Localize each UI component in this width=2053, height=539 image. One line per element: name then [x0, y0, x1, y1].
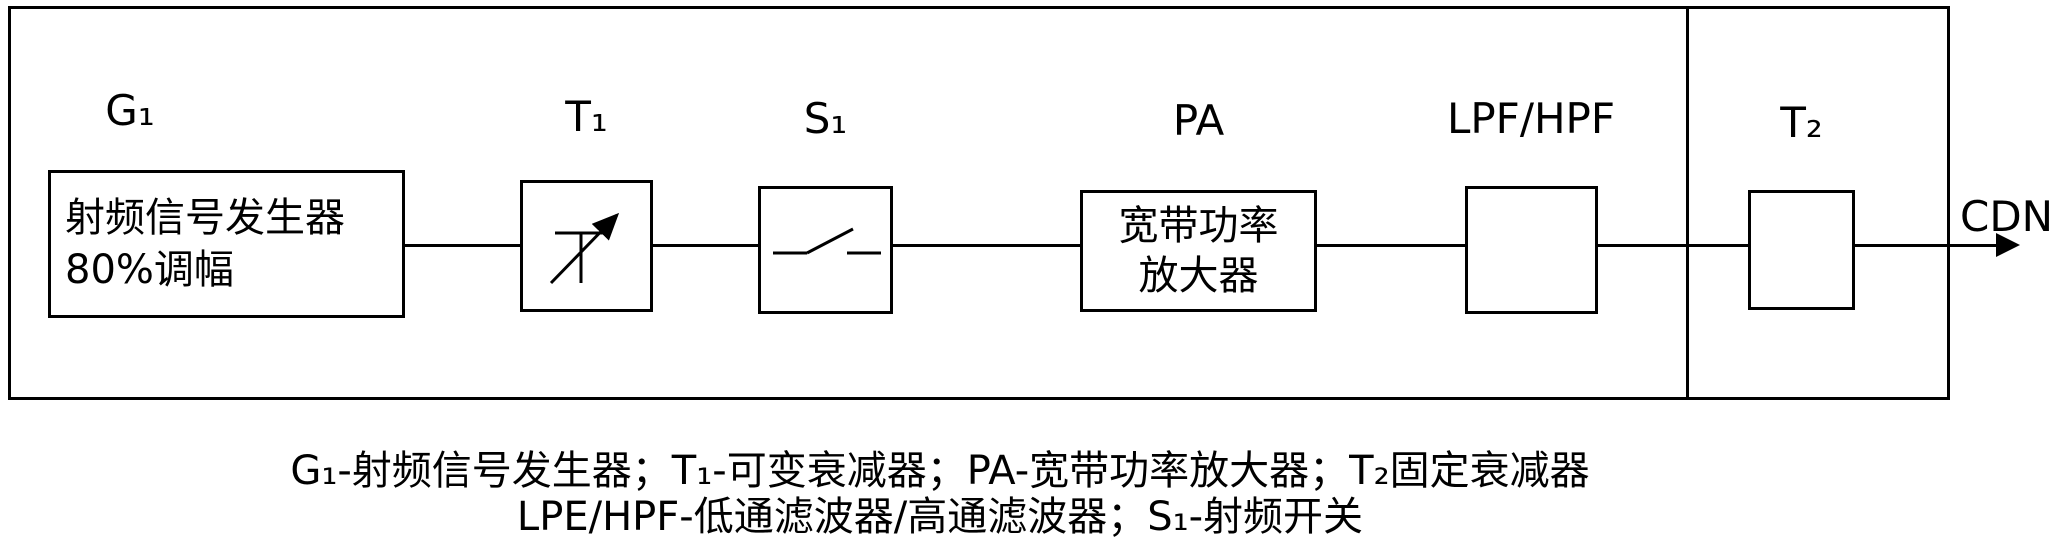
g1-text-line2: 80%调幅 [65, 247, 234, 293]
enclosure-divider-line [1686, 6, 1689, 400]
g1-label: G₁ [105, 86, 155, 135]
connector-lpf-t2 [1598, 244, 1748, 247]
connector-pa-lpf [1317, 244, 1465, 247]
connector-g1-t1 [405, 244, 520, 247]
lpf-hpf-label: LPF/HPF [1446, 94, 1616, 143]
arrow-right-icon [1996, 233, 2020, 257]
output-arrow-line [1855, 244, 2000, 247]
s1-rf-switch-box [758, 186, 893, 314]
pa-power-amplifier-box: 宽带功率 放大器 [1080, 190, 1317, 312]
s1-label: S₁ [803, 94, 848, 143]
legend-line-1: G₁-射频信号发生器；T₁-可变衰减器；PA-宽带功率放大器；T₂固定衰减器 [290, 448, 1590, 494]
rf-switch-icon [773, 227, 881, 255]
t2-fixed-attenuator-box [1748, 190, 1855, 310]
pa-text-line2: 放大器 [1138, 253, 1259, 299]
pa-text-line1: 宽带功率 [1118, 203, 1279, 249]
diagram-legend: G₁-射频信号发生器；T₁-可变衰减器；PA-宽带功率放大器；T₂固定衰减器 L… [0, 448, 1880, 539]
legend-line-2: LPE/HPF-低通滤波器/高通滤波器；S₁-射频开关 [516, 494, 1364, 539]
t2-label: T₂ [1780, 98, 1823, 147]
t1-variable-attenuator-box [520, 180, 653, 312]
t1-label: T₁ [565, 92, 608, 141]
lpf-hpf-filter-box [1465, 186, 1598, 314]
g1-text-line1: 射频信号发生器 [65, 195, 345, 241]
connector-s1-pa [893, 244, 1080, 247]
pa-label: PA [1172, 96, 1225, 145]
g1-signal-generator-box: 射频信号发生器 80%调幅 [48, 170, 405, 318]
cdn-output-label: CDN [1960, 192, 2053, 241]
variable-attenuator-icon [549, 212, 620, 285]
main-enclosure-box [8, 6, 1950, 400]
connector-t1-s1 [653, 244, 758, 247]
